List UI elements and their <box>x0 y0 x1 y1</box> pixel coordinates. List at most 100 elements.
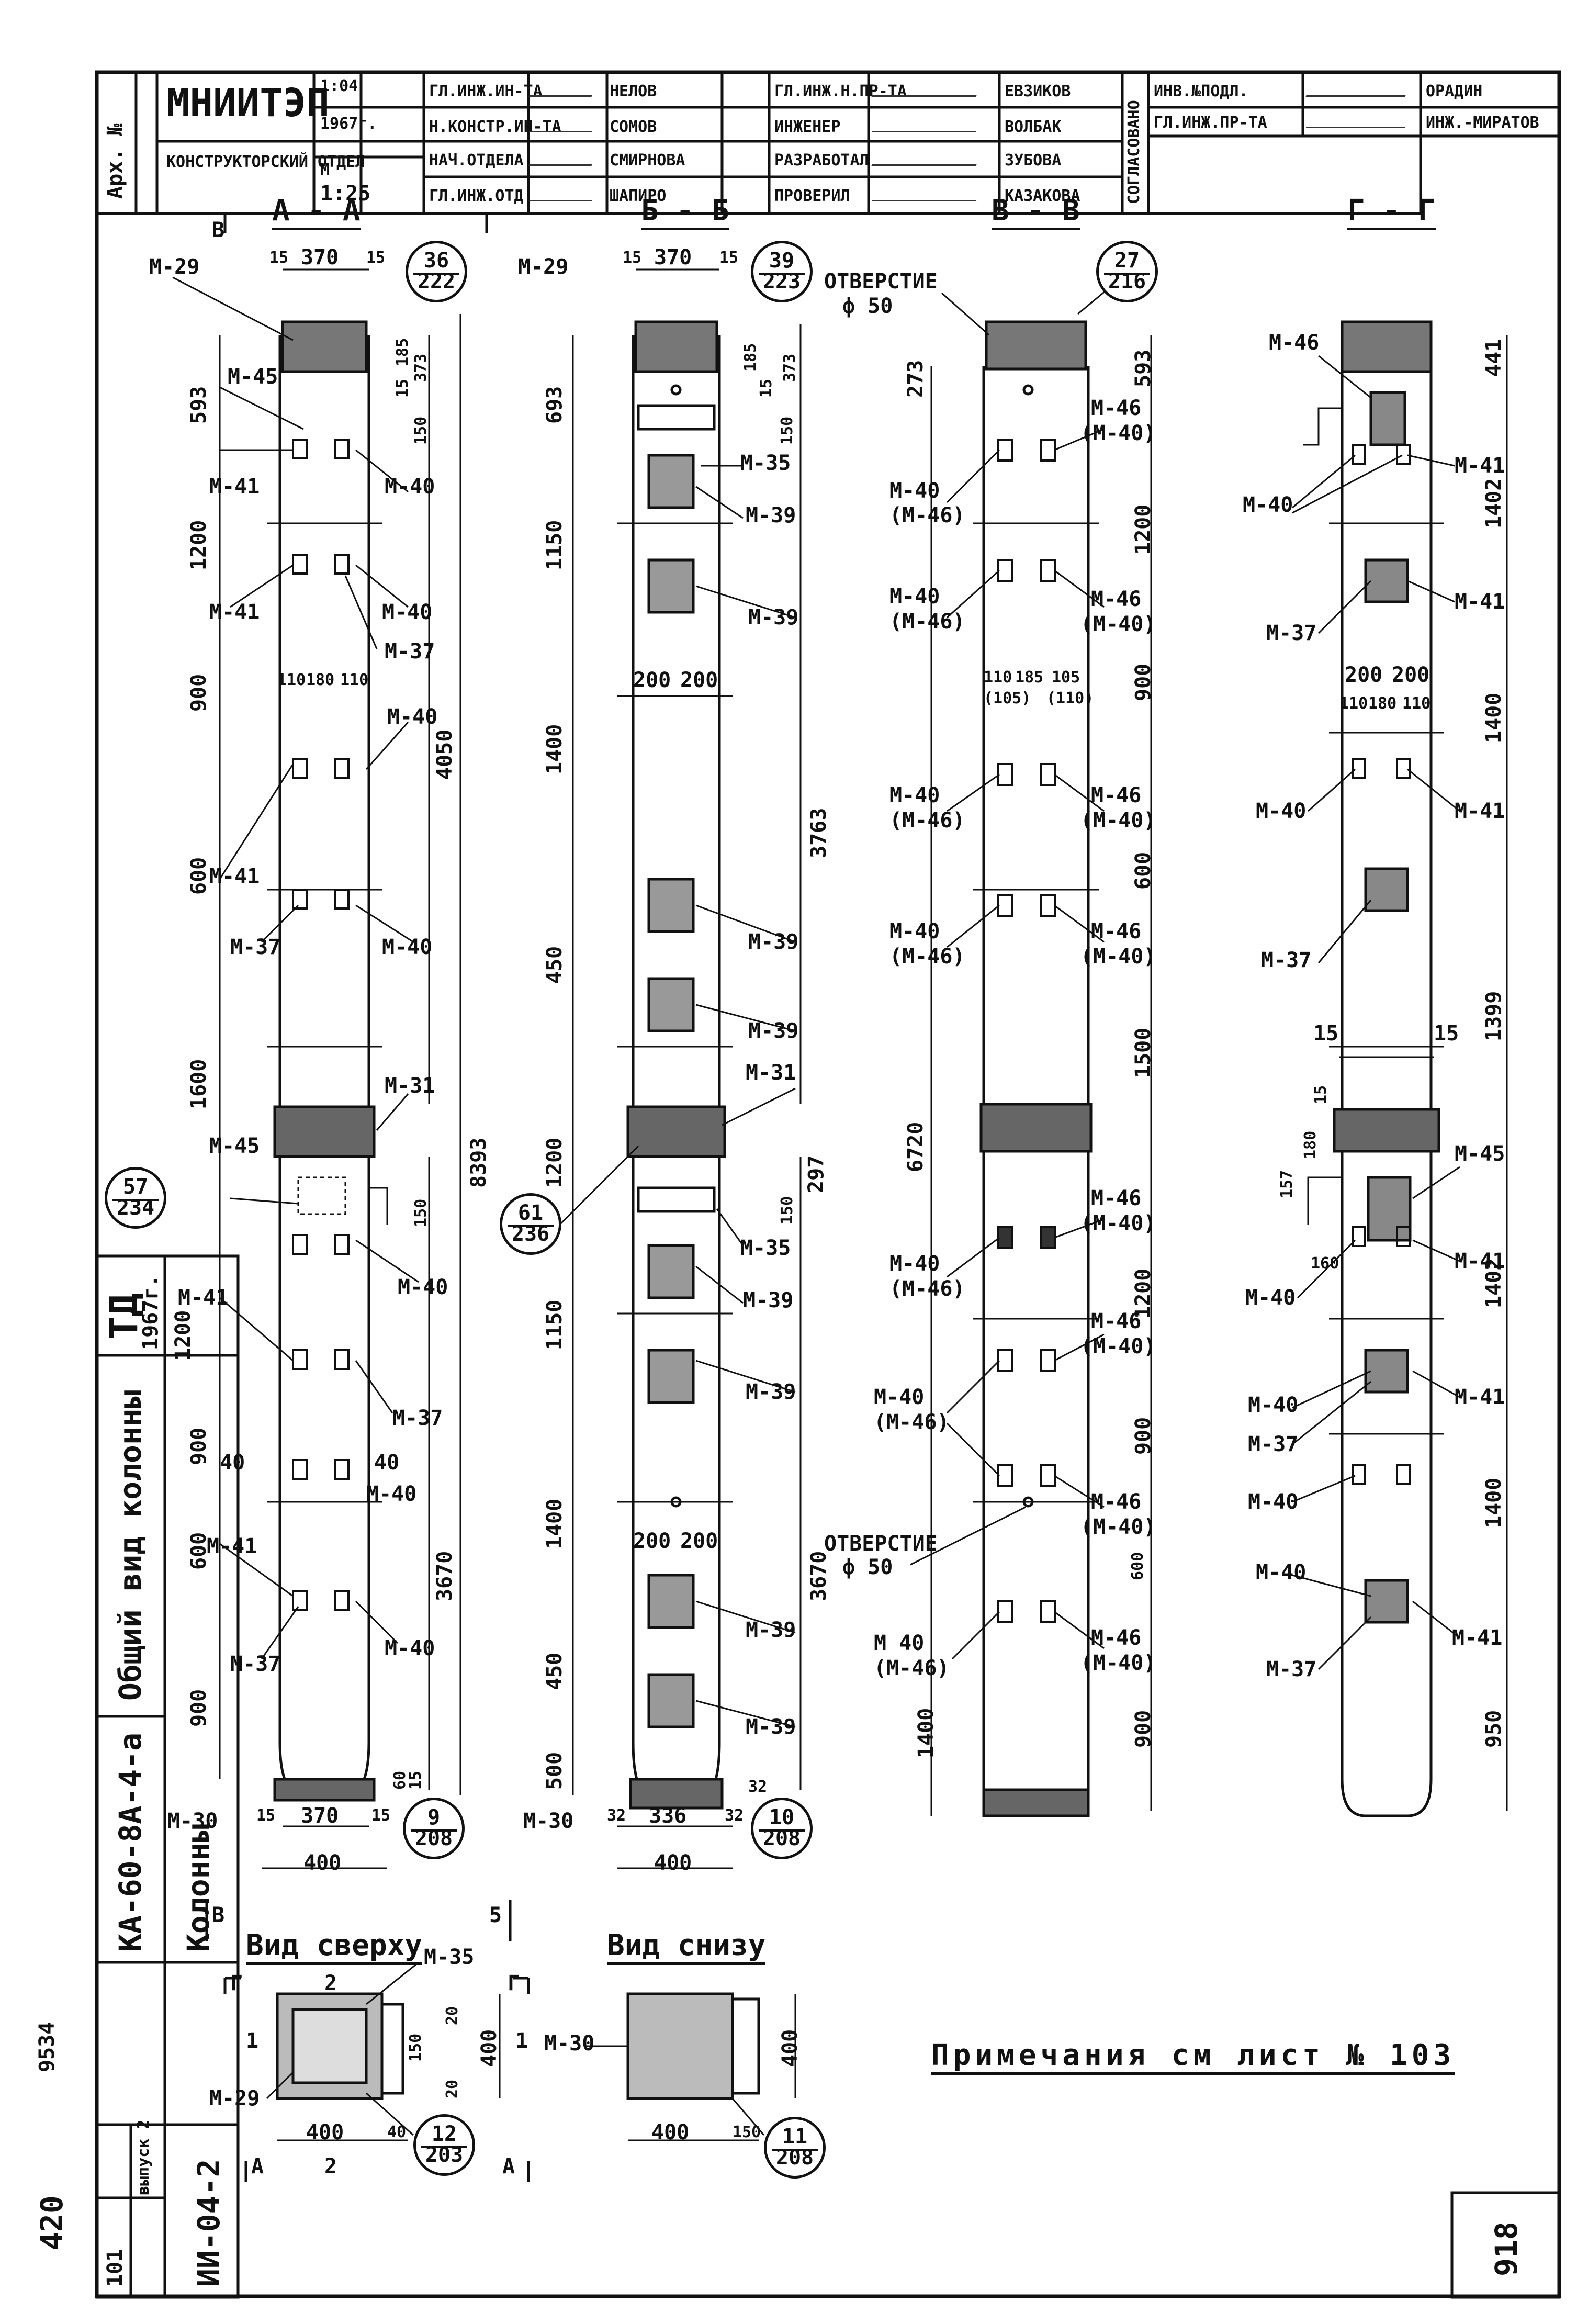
section-mark: А <box>251 2154 264 2179</box>
sheet-mark: 918 <box>1489 2221 1524 2276</box>
dim-label: 370 <box>301 245 339 270</box>
side-title-1: Общий вид колонны <box>112 1390 148 1701</box>
section-mark: 2 <box>324 2154 337 2179</box>
mark-label: М-46 <box>1269 331 1320 355</box>
section-mark: В <box>212 218 225 242</box>
mark-label: М-31 <box>746 1061 796 1085</box>
dim-label: 400 <box>306 2120 344 2145</box>
side-mark: КА-60-8А-4-а <box>112 1732 148 1952</box>
hole-label: ОТВЕРСТИЕ <box>824 1532 938 1556</box>
doc-label: Арх. № <box>103 123 127 199</box>
dim-label: 600 <box>1131 851 1155 890</box>
mark-label: М-40 <box>366 1482 417 1506</box>
mark-label: М-31 <box>385 1074 435 1098</box>
mark-label: М-37 <box>385 639 435 664</box>
mark-label: М-41 <box>1455 799 1505 823</box>
hole-diameter: ф 50 <box>842 294 893 318</box>
dim-label: 200 <box>633 1529 671 1553</box>
mark-label: М-29 <box>209 2086 260 2110</box>
cell-name: ЕВЗИКОВ <box>1005 82 1071 100</box>
dim-label: 450 <box>543 1652 567 1690</box>
dim-label: 500 <box>543 1752 567 1790</box>
cell-role: ГЛ.ИНЖ.ИН-ТА <box>429 82 543 100</box>
mark-label: (М-40) <box>1080 945 1156 969</box>
dim-label: 200 <box>680 1529 718 1553</box>
mark-label: М-35 <box>740 1236 791 1260</box>
scale-value: 1:25 <box>320 182 371 206</box>
dim-label: 1200 <box>543 1137 567 1188</box>
mark-label: М-41 <box>1455 1385 1505 1409</box>
approved-label: СОГЛАСОВАНО <box>1125 100 1143 204</box>
mark-label: М-40 <box>382 935 433 959</box>
dim-label: 3670 <box>807 1551 831 1601</box>
section-label-gg: Г - Г <box>1347 196 1436 230</box>
dim-label: 20 <box>443 2006 461 2025</box>
mark-label: М-40 <box>385 475 435 499</box>
mark-label: (М-46) <box>889 945 965 969</box>
dim-label: 40 <box>387 2123 407 2141</box>
scale-label: М <box>320 161 330 179</box>
mark-label: М-45 <box>228 365 278 389</box>
mark-label: М-41 <box>209 865 260 889</box>
dim-label: 1402 <box>1482 478 1506 529</box>
dim-label: 400 <box>651 2120 690 2145</box>
hole-diameter: ф 50 <box>842 1555 893 1579</box>
dim-label: 15 <box>1434 1021 1459 1046</box>
mark-label: М-39 <box>748 1019 799 1043</box>
mark-label: М-37 <box>230 935 281 959</box>
dim-label: 60 <box>391 1770 409 1790</box>
dim-label: 40 <box>220 1451 245 1475</box>
dim-label: 1200 <box>171 1310 195 1361</box>
dim-label: 400 <box>477 2029 501 2067</box>
mark-label: М-29 <box>149 255 200 279</box>
dim-label: 105 <box>1052 668 1080 687</box>
mark-label: М 40 <box>874 1631 925 1655</box>
mark-label: М-40 <box>1248 1490 1299 1514</box>
dim-label: 110 <box>1339 694 1368 713</box>
dim-label: 1150 <box>543 1299 567 1350</box>
dim-label: 600 <box>187 1532 211 1570</box>
mark-label: (М-40) <box>1080 1334 1156 1359</box>
dim-label: 185 <box>393 338 412 366</box>
mark-label: М-41 <box>209 475 260 499</box>
mark-label: М-40 <box>889 1252 940 1276</box>
signature <box>871 84 981 97</box>
dim-label: 441 <box>1482 339 1506 377</box>
cell-role: РАЗРАБОТАЛ <box>774 151 869 170</box>
hole-label: ОТВЕРСТИЕ <box>824 270 938 294</box>
mark-label: М-35 <box>424 1945 475 1969</box>
mark-label: М-46 <box>1091 919 1142 944</box>
cell-role: Н.КОНСТР.ИН-ТА <box>429 118 561 136</box>
section-mark: В <box>212 1903 225 1927</box>
view-label-top: Вид сверху <box>246 1931 423 1965</box>
section-label-vv: В - В <box>992 196 1080 230</box>
mark-label: М-46 <box>1091 783 1142 807</box>
section-mark: 5 <box>489 1903 502 1927</box>
mark-label: М-40 <box>1243 493 1293 517</box>
dim-label: (105) <box>984 689 1031 708</box>
dim-label: 1400 <box>543 724 567 774</box>
dim-label: 15 <box>407 1770 425 1790</box>
mark-label: М-46 <box>1091 396 1142 420</box>
dim-label: (110) <box>1046 689 1094 708</box>
mark-label: М-40 <box>1256 1560 1307 1585</box>
cell-role: ГЛ.ИНЖ.Н.ПР-ТА <box>774 82 907 100</box>
cell-name: ШАПИРО <box>610 187 667 205</box>
cell-name: НЕЛОВ <box>610 82 657 100</box>
mark-label: (М-46) <box>889 503 965 527</box>
mark-label: М-46 <box>1091 1626 1142 1650</box>
mark-label: М-41 <box>1455 454 1505 478</box>
mark-label: М-40 <box>889 783 940 807</box>
dim-label: 180 <box>1301 1130 1320 1159</box>
dim-label: 15 <box>366 249 386 267</box>
mark-label: М-40 <box>889 919 940 944</box>
dim-label: 32 <box>725 1806 744 1825</box>
cell-name: СМИРНОВА <box>610 151 685 170</box>
dim-label: 1600 <box>187 1059 211 1109</box>
